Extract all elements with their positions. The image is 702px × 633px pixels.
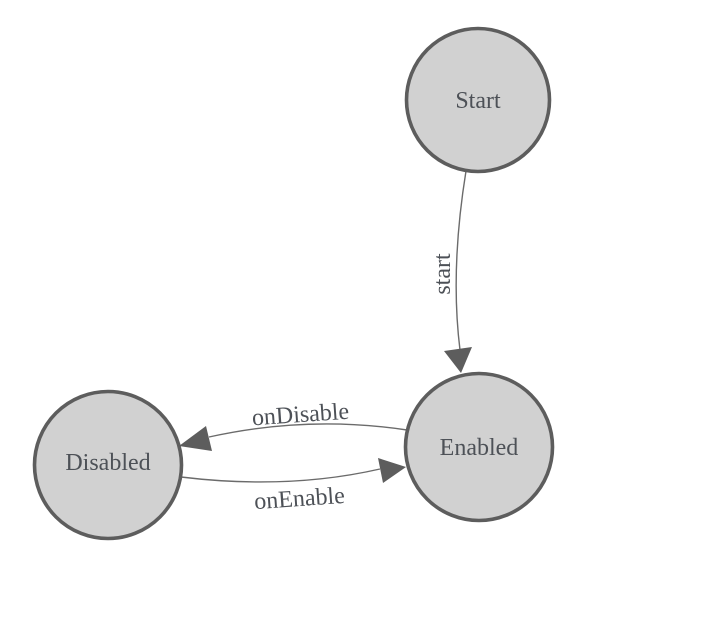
arrowhead-into-enabled-top — [444, 347, 472, 373]
state-label-disabled: Disabled — [65, 450, 150, 476]
state-node-enabled[interactable]: Enabled — [403, 371, 555, 523]
edge-line-ondisable — [208, 423, 408, 438]
state-label-start: Start — [455, 88, 501, 114]
edge-line-onenable — [180, 468, 381, 483]
state-node-start[interactable]: Start — [404, 26, 552, 174]
edge-line-start — [455, 170, 467, 351]
edge-label-start: start — [430, 253, 456, 295]
state-label-enabled: Enabled — [440, 435, 519, 461]
state-node-disabled[interactable]: Disabled — [32, 389, 184, 541]
arrowhead-into-disabled — [179, 426, 212, 451]
edge-label-onenable: onEnable — [253, 483, 345, 515]
state-circle-start[interactable] — [404, 26, 552, 174]
arrowhead-into-enabled-left — [378, 458, 406, 483]
edge-start-to-enabled: start — [430, 170, 472, 373]
edge-label-ondisable: onDisable — [251, 399, 350, 432]
state-circle-disabled[interactable] — [32, 389, 184, 541]
state-circle-enabled[interactable] — [403, 371, 555, 523]
edge-enabled-to-disabled: onDisable — [179, 399, 408, 451]
edge-disabled-to-enabled: onEnable — [180, 458, 406, 515]
